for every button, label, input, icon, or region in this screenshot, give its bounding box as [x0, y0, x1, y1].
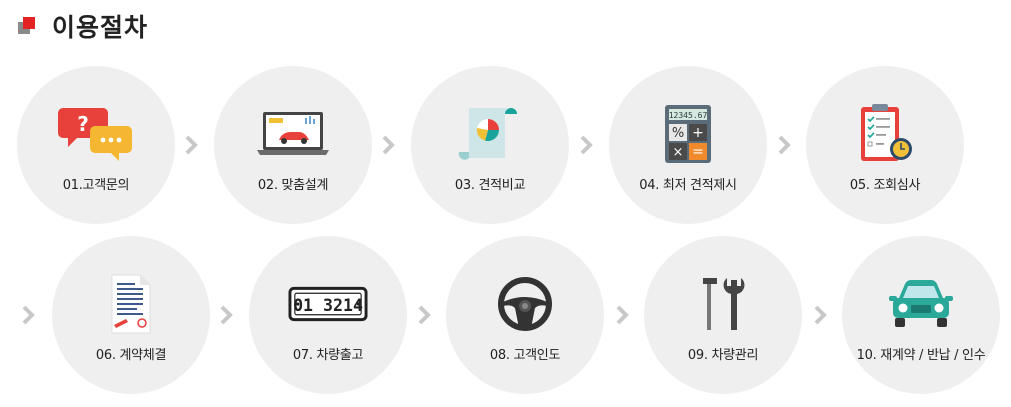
chevron-right-icon [414, 303, 434, 327]
step-label: 10. 재계약 / 반납 / 인수 [856, 348, 986, 363]
page-header: 이용절차 [18, 8, 148, 44]
chevron-right-icon [774, 133, 794, 157]
chevron-right-icon [576, 133, 596, 157]
chevron-right-icon [810, 303, 830, 327]
step-label: 07. 차량출고 [292, 348, 364, 363]
car-front-icon [881, 274, 961, 334]
step-label: 03. 견적비교 [454, 178, 526, 193]
bullet-squares-icon [18, 16, 38, 36]
chevron-right-icon [612, 303, 632, 327]
step-label: 06. 계약체결 [95, 348, 167, 363]
document-chart-icon [450, 104, 530, 164]
chat-question-icon: ? [56, 104, 136, 164]
license-plate-number: 01 3214 [293, 296, 363, 315]
svg-text:+: + [692, 125, 704, 141]
chevron-right-icon [378, 133, 398, 157]
step-08-customer-delivery: 08. 고객인도 [446, 236, 604, 394]
svg-text:×: × [673, 145, 684, 160]
chevron-right-icon [181, 133, 201, 157]
wrench-tools-icon [683, 274, 763, 334]
chevron-right-icon [18, 303, 38, 327]
step-label: 08. 고객인도 [489, 348, 561, 363]
calculator-display: 12345.67 [669, 111, 708, 120]
step-label: 02. 맞춤설계 [257, 178, 329, 193]
license-plate-icon: 01 3214 [288, 274, 368, 334]
step-04-lowest-quote: 12345.67 % + × = 04. 최저 견적제시 [609, 66, 767, 224]
step-label: 05. 조회심사 [849, 178, 921, 193]
svg-text:%: % [672, 126, 684, 141]
step-label: 04. 최저 견적제시 [639, 178, 737, 193]
page-title: 이용절차 [52, 13, 149, 42]
contract-document-icon [91, 274, 171, 334]
chevron-right-icon [216, 303, 236, 327]
step-10-renew-return-purchase: 10. 재계약 / 반납 / 인수 [842, 236, 1000, 394]
step-label: 01.고객문의 [62, 178, 130, 193]
step-01-customer-inquiry: ? 01.고객문의 [17, 66, 175, 224]
svg-text:=: = [692, 144, 704, 160]
laptop-car-icon [253, 104, 333, 164]
calculator-icon: 12345.67 % + × = [648, 104, 728, 164]
step-06-contract: 06. 계약체결 [52, 236, 210, 394]
step-07-vehicle-release: 01 3214 07. 차량출고 [249, 236, 407, 394]
svg-text:?: ? [77, 112, 89, 136]
clipboard-check-icon [845, 104, 925, 164]
step-09-vehicle-management: 09. 차량관리 [644, 236, 802, 394]
steering-wheel-icon [485, 274, 565, 334]
step-label: 09. 차량관리 [687, 348, 759, 363]
step-05-credit-review: 05. 조회심사 [806, 66, 964, 224]
step-03-quote-comparison: 03. 견적비교 [411, 66, 569, 224]
step-02-custom-design: 02. 맞춤설계 [214, 66, 372, 224]
